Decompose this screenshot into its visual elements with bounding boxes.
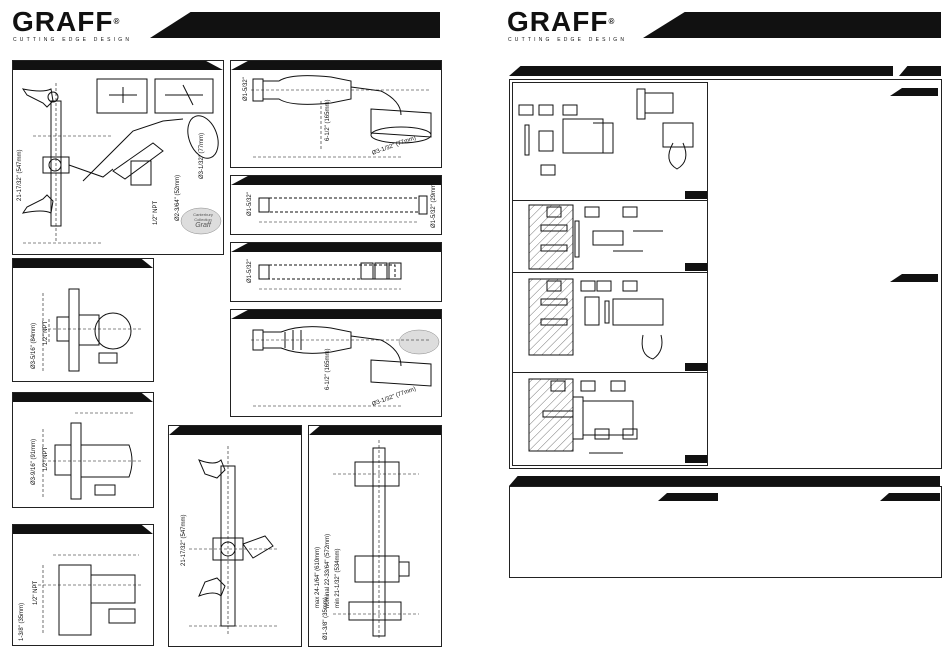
wall-elbow-panel: Ø3-5/16" (84mm) 1/2" NPT [12, 258, 154, 382]
graff-logo: GRAFF® [12, 6, 121, 37]
square-elbow-panel: Ø3-9/16" (91mm) 1/2" NPT [12, 392, 154, 508]
handshower-panel-2: Ø1-5/32" (29mm) Ø1-5/32" [230, 175, 442, 235]
dim-hs2-b: Ø1-5/32" [247, 192, 253, 216]
section-bar-1 [509, 66, 893, 76]
handshower-panel-1: Ø1-5/32" 6-1/2" (165mm) Ø3-1/32" (77mm) [230, 60, 442, 168]
note-tab-1 [890, 88, 938, 96]
dim-max: max 24-1/64" (610mm) [315, 546, 321, 608]
dim-slide-dia: Ø1-3/8" (35mm) [323, 597, 329, 640]
dim-sq-dia: Ø3-9/16" (91mm) [31, 438, 37, 485]
dim-sq-npt: 1/2" NPT [43, 446, 49, 471]
handshower-panel-4: 6-1/2" (165mm) Ø3-1/32" (77mm) [230, 309, 442, 417]
dim-bar: 21-17/32" (547mm) [181, 514, 187, 567]
step-2 [512, 200, 708, 274]
note-tab-2 [890, 274, 938, 282]
right-page: GRAFF® CUTTING EDGE DESIGN [475, 0, 950, 659]
header-band [150, 12, 440, 38]
logo-tagline: CUTTING EDGE DESIGN [13, 37, 133, 43]
section-bar-2 [509, 476, 940, 486]
install-frame [509, 79, 942, 469]
dim-bracket-npt: 1/2" NPT [33, 580, 39, 605]
header-band-right [643, 12, 941, 38]
care-tab-2 [880, 493, 940, 501]
graff-logo-right: GRAFF® [507, 6, 616, 37]
bracket-panel: 1-3/8" (35mm) 1/2" NPT [12, 524, 154, 646]
slide-bar-panel: max 24-1/64" (610mm) nominal 22-33/64" (… [308, 425, 442, 647]
section-bar-1-tab [899, 66, 941, 76]
dim-hs2-a: Ø1-5/32" (29mm) [431, 181, 437, 228]
dim-elbow-npt: 1/2" NPT [43, 320, 49, 345]
step-4 [512, 372, 708, 466]
care-frame [509, 486, 942, 578]
assembly-panel: 21-17/32" (547mm) Ø2-3/64" (52mm) Ø3-1/3… [12, 60, 224, 255]
dim-min: min 21-1/32" (534mm) [335, 548, 341, 608]
care-tab-1 [658, 493, 718, 501]
dim-npt: 1/2" NPT [153, 200, 159, 225]
dim-hs3-a: Ø1-5/32" [247, 259, 253, 283]
handshower-panel-3: Ø1-5/32" [230, 242, 442, 302]
dim-hs1-a: Ø1-5/32" [243, 77, 249, 101]
logo-tagline-right: CUTTING EDGE DESIGN [508, 37, 628, 43]
dim-hs4-b: 6-1/2" (165mm) [325, 348, 331, 390]
step-3 [512, 272, 708, 374]
dim-elbow-dia: Ø3-5/16" (84mm) [31, 322, 37, 369]
bar-assembly-panel: 21-17/32" (547mm) [168, 425, 302, 647]
dim-height: 21-17/32" (547mm) [17, 149, 23, 202]
dim-hs1-b: 6-1/2" (165mm) [325, 99, 331, 141]
dim-head: Ø3-1/32" (77mm) [199, 132, 205, 179]
dim-hose: Ø2-3/64" (52mm) [175, 174, 181, 221]
step-1 [512, 82, 708, 202]
dim-bracket: 1-3/8" (35mm) [19, 602, 25, 641]
left-page: GRAFF® CUTTING EDGE DESIGN [12, 6, 442, 647]
